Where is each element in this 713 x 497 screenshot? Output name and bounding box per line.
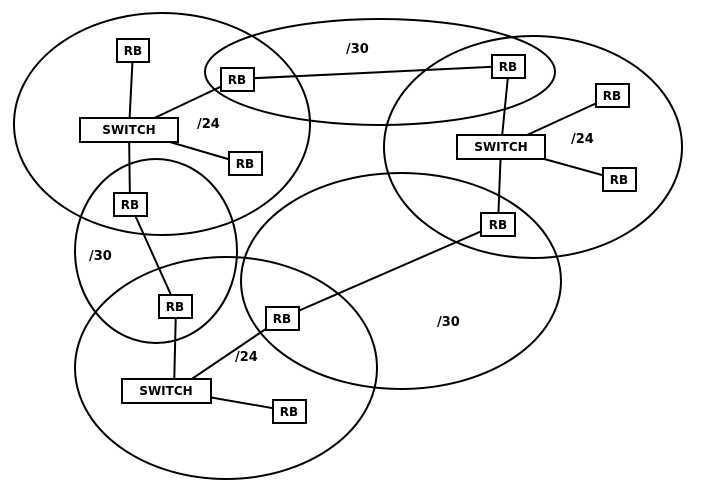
rb-label: RB [610,173,628,187]
subnet-ellipse-lan-top-left [13,12,311,236]
rb-label: RB [121,198,139,212]
rb-label: RB [228,73,246,87]
subnet-label-lan-bottom: /24 [235,350,258,365]
rb-tr-down[interactable]: RB [480,212,516,237]
rb-label: RB [499,60,517,74]
rb-label: RB [489,218,507,232]
rb-label: RB [603,89,621,103]
subnet-ellipse-lan-bottom [74,256,378,480]
subnet-label-p2p-left: /30 [89,249,112,264]
link-rb-tl-mid-rb-tr-top [236,65,510,80]
rb-label: RB [273,312,291,326]
switch-b[interactable]: SWITCH [121,378,212,404]
link-rb-tr-down-rb-b-right [281,223,499,319]
rb-label: RB [236,157,254,171]
link-rb-tl-top-switch-tl [128,50,134,131]
rb-b-bottom[interactable]: RB [272,399,307,424]
subnet-label-lan-top-right: /24 [571,132,594,147]
subnet-label-lan-top-left: /24 [197,117,220,132]
subnet-ellipse-lan-top-right [383,35,683,259]
subnet-ellipses [13,12,683,480]
rb-tr-right1[interactable]: RB [595,83,630,108]
subnet-ellipse-p2p-left [74,158,238,344]
switch-label: SWITCH [139,384,192,398]
rb-tr-right2[interactable]: RB [602,167,637,192]
subnet-ellipse-p2p-right [240,172,562,390]
switch-tl[interactable]: SWITCH [79,117,179,143]
rb-tl-down[interactable]: RB [113,192,148,217]
link-rb-tr-top-switch-tr [500,65,510,148]
subnet-labels: /30 /24 /24 /30 /30 /24 [89,42,594,365]
rb-tl-top[interactable]: RB [116,38,150,63]
rb-label: RB [124,44,142,58]
switch-label: SWITCH [474,140,527,154]
rb-b-right[interactable]: RB [265,306,300,331]
subnet-label-p2p-right: /30 [437,315,460,330]
link-rb-b-up-switch-b [173,305,177,392]
switch-tr[interactable]: SWITCH [456,134,546,160]
subnet-label-p2p-top: /30 [346,42,369,57]
subnet-ellipse-p2p-top [204,18,556,126]
rb-label: RB [166,300,184,314]
rb-b-up[interactable]: RB [158,294,193,319]
rb-tl-mid[interactable]: RB [220,67,255,92]
switch-label: SWITCH [102,123,155,137]
rb-tl-right[interactable]: RB [228,151,263,176]
link-rb-tl-down-rb-b-up [129,203,177,307]
rb-tr-top[interactable]: RB [491,54,526,79]
rb-label: RB [280,405,298,419]
